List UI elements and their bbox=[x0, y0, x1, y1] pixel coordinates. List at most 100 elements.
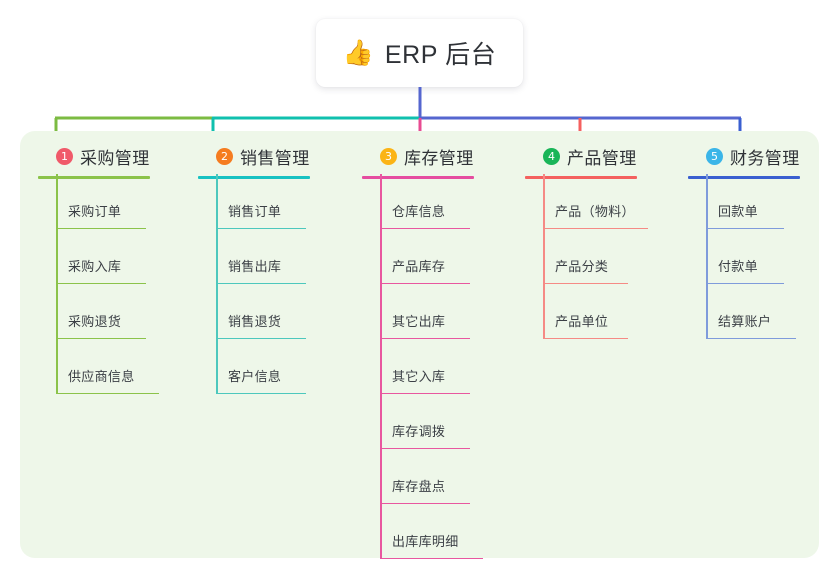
module-item-label: 采购订单 bbox=[68, 204, 122, 219]
module-item[interactable]: 产品（物料） bbox=[525, 174, 648, 229]
module-item[interactable]: 库存调拨 bbox=[362, 394, 474, 449]
module-column-header[interactable]: 3 库存管理 bbox=[362, 141, 474, 179]
module-item-rule bbox=[380, 227, 470, 229]
module-item[interactable]: 采购订单 bbox=[38, 174, 150, 229]
module-item-rule bbox=[216, 337, 306, 339]
column-header-rule bbox=[38, 176, 150, 179]
module-item-rule bbox=[56, 227, 146, 229]
module-column: 2 销售管理销售订单销售出库销售退货客户信息 bbox=[198, 141, 310, 394]
column-spine-line bbox=[216, 174, 218, 394]
module-item-rule bbox=[380, 337, 470, 339]
module-item-rule bbox=[380, 557, 483, 559]
module-item-rule bbox=[706, 337, 796, 339]
module-item-rule bbox=[543, 337, 628, 339]
module-item[interactable]: 采购入库 bbox=[38, 229, 150, 284]
module-item-label: 仓库信息 bbox=[392, 204, 446, 219]
module-item-rule bbox=[380, 392, 470, 394]
module-column: 4 产品管理产品（物料） 产品分类产品单位 bbox=[525, 141, 648, 339]
module-item[interactable]: 销售出库 bbox=[198, 229, 310, 284]
column-title: 库存管理 bbox=[404, 148, 474, 168]
module-item-label: 回款单 bbox=[718, 204, 758, 219]
module-item[interactable]: 仓库信息 bbox=[362, 174, 474, 229]
module-item-label: 销售退货 bbox=[228, 314, 282, 329]
module-column-header[interactable]: 1 采购管理 bbox=[38, 141, 150, 179]
module-column-header[interactable]: 4 产品管理 bbox=[525, 141, 637, 179]
module-item-list: 仓库信息产品库存其它出库其它入库库存调拨库存盘点出库库明细 bbox=[362, 174, 483, 559]
module-item-list: 采购订单采购入库采购退货供应商信息 bbox=[38, 174, 159, 394]
column-title: 销售管理 bbox=[240, 148, 310, 168]
module-item-label: 销售订单 bbox=[228, 204, 282, 219]
column-title: 产品管理 bbox=[567, 148, 637, 168]
module-item-rule bbox=[56, 282, 146, 284]
module-item-rule bbox=[216, 282, 306, 284]
column-title: 财务管理 bbox=[730, 148, 800, 168]
module-item[interactable]: 结算账户 bbox=[688, 284, 800, 339]
module-item-label: 出库库明细 bbox=[392, 534, 459, 549]
column-header-rule bbox=[362, 176, 474, 179]
module-item-rule bbox=[56, 337, 146, 339]
module-item-label: 其它出库 bbox=[392, 314, 446, 329]
column-spine-line bbox=[543, 174, 545, 339]
module-item-label: 付款单 bbox=[718, 259, 758, 274]
module-item[interactable]: 供应商信息 bbox=[38, 339, 159, 394]
module-item-rule bbox=[706, 282, 784, 284]
module-item[interactable]: 出库库明细 bbox=[362, 504, 483, 559]
column-spine-line bbox=[380, 174, 382, 559]
module-item-label: 采购退货 bbox=[68, 314, 122, 329]
module-item-label: 产品单位 bbox=[555, 314, 609, 329]
module-item-rule bbox=[706, 227, 784, 229]
module-item[interactable]: 产品单位 bbox=[525, 284, 637, 339]
module-item-rule bbox=[380, 502, 470, 504]
module-item-label: 其它入库 bbox=[392, 369, 446, 384]
module-column-header[interactable]: 5 财务管理 bbox=[688, 141, 800, 179]
module-item-list: 回款单付款单结算账户 bbox=[688, 174, 800, 339]
column-number-badge: 5 bbox=[706, 147, 723, 165]
diagram-title-card: 👍 ERP 后台 bbox=[316, 19, 523, 87]
column-number-badge: 2 bbox=[216, 147, 233, 165]
module-item[interactable]: 产品库存 bbox=[362, 229, 474, 284]
column-title: 采购管理 bbox=[80, 148, 150, 168]
module-item-label: 结算账户 bbox=[718, 314, 772, 329]
module-item-label: 供应商信息 bbox=[68, 369, 135, 384]
module-item[interactable]: 回款单 bbox=[688, 174, 800, 229]
module-item-label: 销售出库 bbox=[228, 259, 282, 274]
module-column: 3 库存管理仓库信息产品库存其它出库其它入库库存调拨库存盘点出库库明细 bbox=[362, 141, 483, 559]
module-item[interactable]: 其它入库 bbox=[362, 339, 474, 394]
module-item-rule bbox=[380, 447, 470, 449]
module-item[interactable]: 库存盘点 bbox=[362, 449, 474, 504]
module-item-label: 库存调拨 bbox=[392, 424, 446, 439]
module-item-label: 产品库存 bbox=[392, 259, 446, 274]
module-item[interactable]: 付款单 bbox=[688, 229, 800, 284]
module-column: 1 采购管理采购订单采购入库采购退货供应商信息 bbox=[38, 141, 159, 394]
module-item[interactable]: 客户信息 bbox=[198, 339, 310, 394]
modules-panel: 1 采购管理采购订单采购入库采购退货供应商信息 2 销售管理销售订单销售出库销售退货客… bbox=[20, 131, 819, 559]
module-item-rule bbox=[543, 282, 628, 284]
module-item[interactable]: 销售退货 bbox=[198, 284, 310, 339]
module-columns: 1 采购管理采购订单采购入库采购退货供应商信息 2 销售管理销售订单销售出库销售退货客… bbox=[20, 131, 819, 559]
module-item[interactable]: 产品分类 bbox=[525, 229, 637, 284]
column-number-badge: 3 bbox=[380, 147, 397, 165]
module-item[interactable]: 采购退货 bbox=[38, 284, 150, 339]
column-header-rule bbox=[198, 176, 310, 179]
module-item-rule bbox=[216, 392, 306, 394]
thumbs-up-icon: 👍 bbox=[342, 38, 374, 67]
module-item-rule bbox=[543, 227, 648, 229]
column-spine-line bbox=[706, 174, 708, 339]
column-number-badge: 4 bbox=[543, 147, 560, 165]
module-item-rule bbox=[216, 227, 306, 229]
module-item[interactable]: 其它出库 bbox=[362, 284, 474, 339]
module-item[interactable]: 销售订单 bbox=[198, 174, 310, 229]
column-header-rule bbox=[688, 176, 800, 179]
module-item-label: 产品分类 bbox=[555, 259, 609, 274]
column-header-rule bbox=[525, 176, 637, 179]
module-item-list: 产品（物料） 产品分类产品单位 bbox=[525, 174, 648, 339]
column-number-badge: 1 bbox=[56, 147, 73, 165]
module-item-label: 库存盘点 bbox=[392, 479, 446, 494]
module-column: 5 财务管理回款单付款单结算账户 bbox=[688, 141, 800, 339]
module-item-label: 产品（物料） bbox=[555, 204, 635, 219]
module-column-header[interactable]: 2 销售管理 bbox=[198, 141, 310, 179]
page-title: ERP 后台 bbox=[384, 41, 497, 69]
module-item-rule bbox=[56, 392, 159, 394]
module-item-label: 采购入库 bbox=[68, 259, 122, 274]
